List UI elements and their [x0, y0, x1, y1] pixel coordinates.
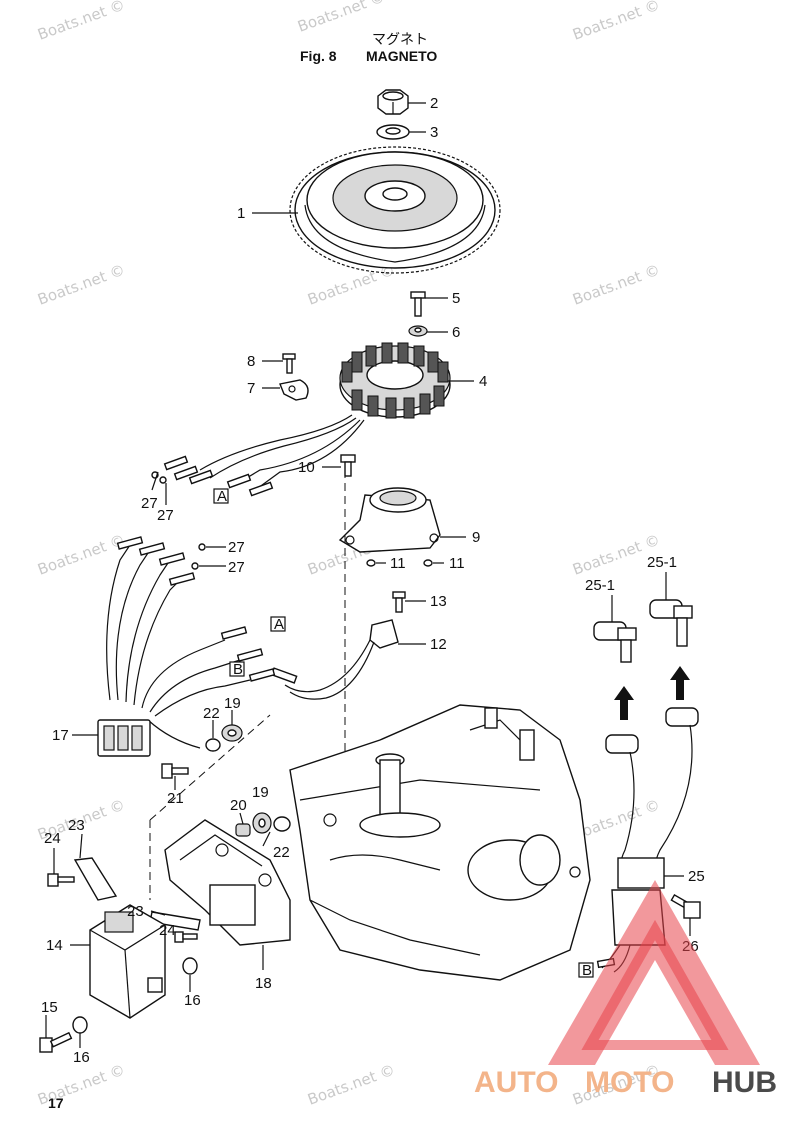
logo-text-moto: MOTO [585, 1066, 674, 1099]
direction-arrows [614, 666, 690, 720]
callout-12: 12 [430, 636, 447, 653]
logo-text-hub: HUB [712, 1066, 777, 1099]
callout-27: 27 [228, 539, 245, 556]
part-20-collar [235, 823, 251, 837]
part-19-grommet [221, 724, 243, 742]
callout-11: 11 [449, 555, 465, 572]
part-24-bolt-2 [174, 931, 198, 943]
watermark: Boats.net © [570, 0, 662, 44]
callout-22: 22 [203, 705, 220, 722]
connector-tag-b: B [233, 661, 243, 678]
callout-4: 4 [479, 373, 487, 390]
callout-1: 1 [237, 205, 245, 222]
part-10-bolt [340, 454, 356, 477]
callout-25-1: 25-1 [647, 554, 677, 571]
callout-23: 23 [127, 903, 144, 920]
connector-tags: A A B B [213, 488, 594, 979]
watermark: Boats.net © [35, 261, 127, 309]
watermark: Boats.net © [35, 531, 127, 579]
part-22-washer [205, 738, 221, 752]
part-24-bolt [47, 873, 75, 887]
connector-tag-b: B [582, 962, 592, 979]
part-7-clamp [279, 379, 309, 401]
part-16-washer [182, 957, 198, 975]
figure-number: Fig. 8 [300, 48, 337, 64]
main-harness [106, 536, 276, 749]
engine-block [289, 704, 591, 981]
figure-title-japanese: マグネト [372, 32, 428, 48]
part-19-grommet-2 [252, 812, 272, 834]
part-21-bolt [161, 763, 189, 779]
part-9-pulser-base [338, 487, 441, 553]
callout-6: 6 [452, 324, 460, 341]
part-11-pins [366, 559, 433, 567]
callout-13: 13 [430, 593, 447, 610]
leader-lines [45, 102, 691, 1048]
part-8-screw [282, 353, 296, 374]
callout-16: 16 [73, 1049, 90, 1066]
callout-24: 24 [44, 830, 61, 847]
callout-8: 8 [247, 353, 255, 370]
part-2-nut [377, 89, 409, 115]
part-23-spacer [73, 857, 118, 901]
figure-title: MAGNETO [366, 48, 437, 64]
part-13-bolt [392, 591, 406, 613]
callout-25-1: 25-1 [585, 577, 615, 594]
callout-17: 17 [52, 727, 69, 744]
stator-wiring [151, 414, 365, 497]
part-15-bolt [39, 1031, 73, 1053]
callout-19: 19 [224, 695, 241, 712]
automotohub-logo: AUTO MOTO HUB [474, 880, 777, 1099]
watermark: Boats.net © [305, 1061, 397, 1109]
watermark: Boats.net © [295, 0, 387, 36]
part-22-washer-2 [273, 816, 291, 832]
callout-27: 27 [228, 559, 245, 576]
callout-labels: 2 3 1 5 6 4 8 7 10 27 27 9 27 27 11 11 1… [41, 95, 705, 1066]
part-18-bracket [164, 819, 291, 946]
callout-18: 18 [255, 975, 272, 992]
part-26-bolt [670, 893, 701, 919]
callout-20: 20 [230, 797, 247, 814]
callout-24: 24 [159, 922, 176, 939]
part-16-washer-2 [72, 1016, 88, 1034]
callout-9: 9 [472, 529, 480, 546]
connector-tag-a: A [217, 488, 227, 505]
part-5-bolt [410, 291, 426, 317]
logo-text-auto: AUTO [474, 1066, 558, 1099]
guide-line [149, 714, 271, 821]
part-4-stator [339, 342, 451, 419]
callout-14: 14 [46, 937, 63, 954]
watermark: Boats.net © [35, 0, 127, 44]
part-25-1-plug-cap-2 [649, 599, 693, 647]
callout-5: 5 [452, 290, 460, 307]
callout-16: 16 [184, 992, 201, 1009]
callout-25: 25 [688, 868, 705, 885]
callout-23: 23 [68, 817, 85, 834]
part-1-flywheel [289, 146, 501, 274]
callout-2: 2 [430, 95, 438, 112]
connector-tag-a: A [274, 616, 284, 633]
callout-19: 19 [252, 784, 269, 801]
part-6-washer [408, 325, 428, 337]
callout-11: 11 [390, 555, 406, 572]
callout-10: 10 [298, 459, 315, 476]
part-14-cdi-unit [89, 904, 166, 1019]
page-number: 17 [48, 1095, 64, 1111]
watermark: Boats.net © [570, 261, 662, 309]
figure-header: マグネト Fig. 8 MAGNETO [300, 32, 437, 64]
callout-27: 27 [157, 507, 174, 524]
callout-21: 21 [167, 790, 184, 807]
callout-15: 15 [41, 999, 58, 1016]
part-17-connector [97, 719, 151, 757]
part-3-washer [376, 124, 410, 140]
callout-7: 7 [247, 380, 255, 397]
callout-3: 3 [430, 124, 438, 141]
callout-22: 22 [273, 844, 290, 861]
callout-27: 27 [141, 495, 158, 512]
part-25-1-plug-cap [593, 621, 637, 663]
part-12-pulser-coil [270, 619, 399, 700]
